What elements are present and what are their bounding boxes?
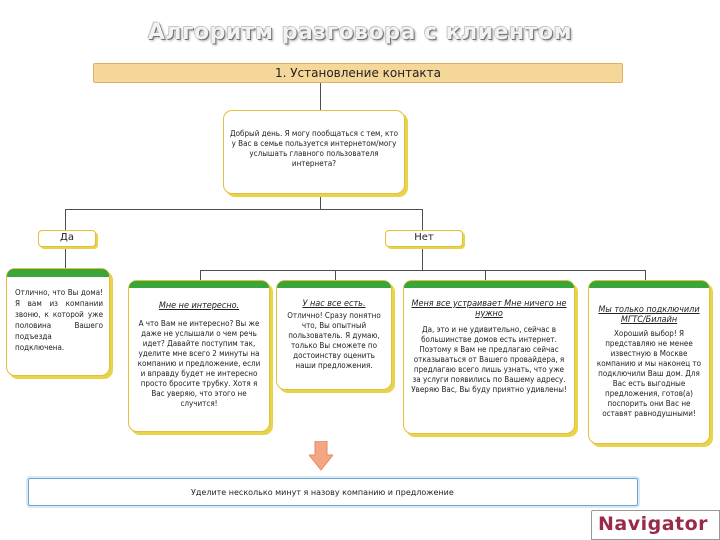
yes-response-box: Отлично, что Вы дома! Я вам из компании … <box>6 268 110 376</box>
objection-card: У нас все есть. Отлично! Сразу понятно ч… <box>276 280 392 390</box>
card-body: Отлично! Сразу понятно что, Вы опытный п… <box>287 311 381 370</box>
yes-response-cap <box>7 269 109 277</box>
objection-card: Мы только подключили МГТС/Билайн Хороший… <box>588 280 710 444</box>
connector-greeting-down <box>320 197 321 209</box>
objection-card: Мне не интересно. А что Вам не интересно… <box>128 280 270 432</box>
greeting-box: Добрый день. Я могу пообщаться с тем, кт… <box>223 110 405 194</box>
branch-no-tab: Нет <box>385 230 463 247</box>
card-title: Мы только подключили МГТС/Билайн <box>598 305 700 325</box>
closing-line-box: Уделите несколько минут я назову компани… <box>28 478 638 506</box>
card-cap <box>277 281 391 288</box>
connector-card-1 <box>200 270 201 280</box>
card-cap <box>129 281 269 288</box>
card-body: Да, это и не удивительно, сейчас в больш… <box>411 325 567 394</box>
navigator-logo: Navigator <box>598 513 709 535</box>
connector-cards-horizontal <box>200 270 646 271</box>
card-body: Хороший выбор! Я представляю не менее из… <box>596 329 702 418</box>
connector-yes-response <box>65 249 66 268</box>
connector-card-4 <box>645 270 646 280</box>
down-arrow-icon <box>309 441 333 471</box>
connector-no-down <box>422 249 423 270</box>
card-title: У нас все есть. <box>302 299 366 309</box>
page-title: Алгоритм разговора с клиентом <box>147 20 573 45</box>
stage-header: 1. Установление контакта <box>93 63 623 83</box>
objection-card: Меня все устраивает Мне ничего не нужно … <box>403 280 575 434</box>
connector-card-3 <box>485 270 486 280</box>
branch-yes-label: Да <box>60 232 74 243</box>
closing-line-text: Уделите несколько минут я назову компани… <box>191 488 454 497</box>
card-title: Меня все устраивает Мне ничего не нужно <box>411 299 567 319</box>
card-cap <box>589 281 709 288</box>
yes-response-text: Отлично, что Вы дома! Я вам из компании … <box>15 288 103 352</box>
card-cap <box>404 281 574 288</box>
connector-to-yes <box>65 209 66 230</box>
connector-card-2 <box>335 270 336 280</box>
card-title: Мне не интересно. <box>158 301 240 311</box>
greeting-text: Добрый день. Я могу пообщаться с тем, кт… <box>230 129 398 168</box>
connector-branch-horizontal <box>65 209 423 210</box>
branch-no-label: Нет <box>414 232 434 243</box>
connector-to-no <box>422 209 423 230</box>
card-body: А что Вам не интересно? Вы же даже не ус… <box>137 319 261 408</box>
connector-stage-greeting <box>320 83 321 110</box>
branch-yes-tab: Да <box>38 230 96 247</box>
